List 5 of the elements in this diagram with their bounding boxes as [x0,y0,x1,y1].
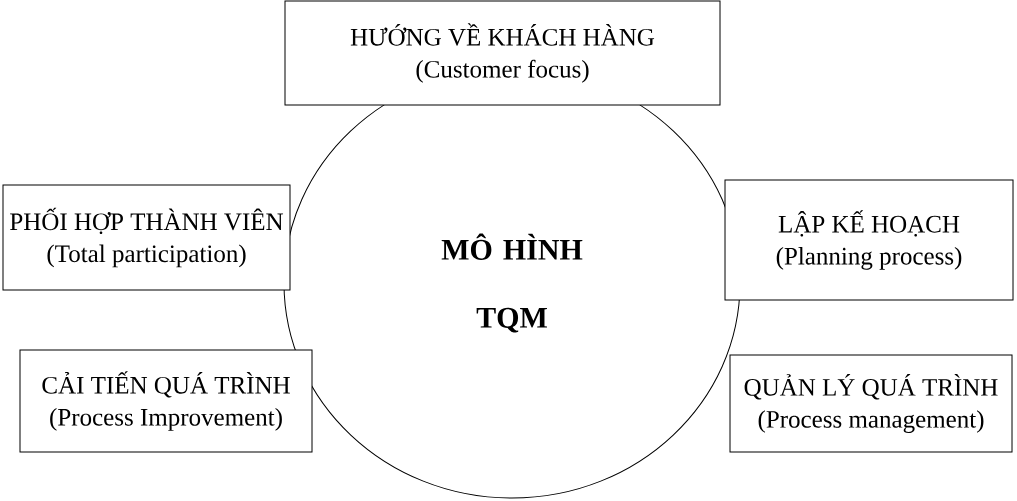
text-box: CẢI TIẾN QUÁ TRÌNH (Process Improvement) [19,349,313,453]
text-box: QUẢN LÝ QUÁ TRÌNH (Process management) [729,354,1013,453]
text-box: LẬP KẾ HOẠCH (Planning process) [724,179,1014,301]
text-box: PHỐI HỢP THÀNH VIÊN (Total participation) [2,184,291,291]
text-box: HƯỚNG VỀ KHÁCH HÀNG (Customer focus) [284,0,721,106]
